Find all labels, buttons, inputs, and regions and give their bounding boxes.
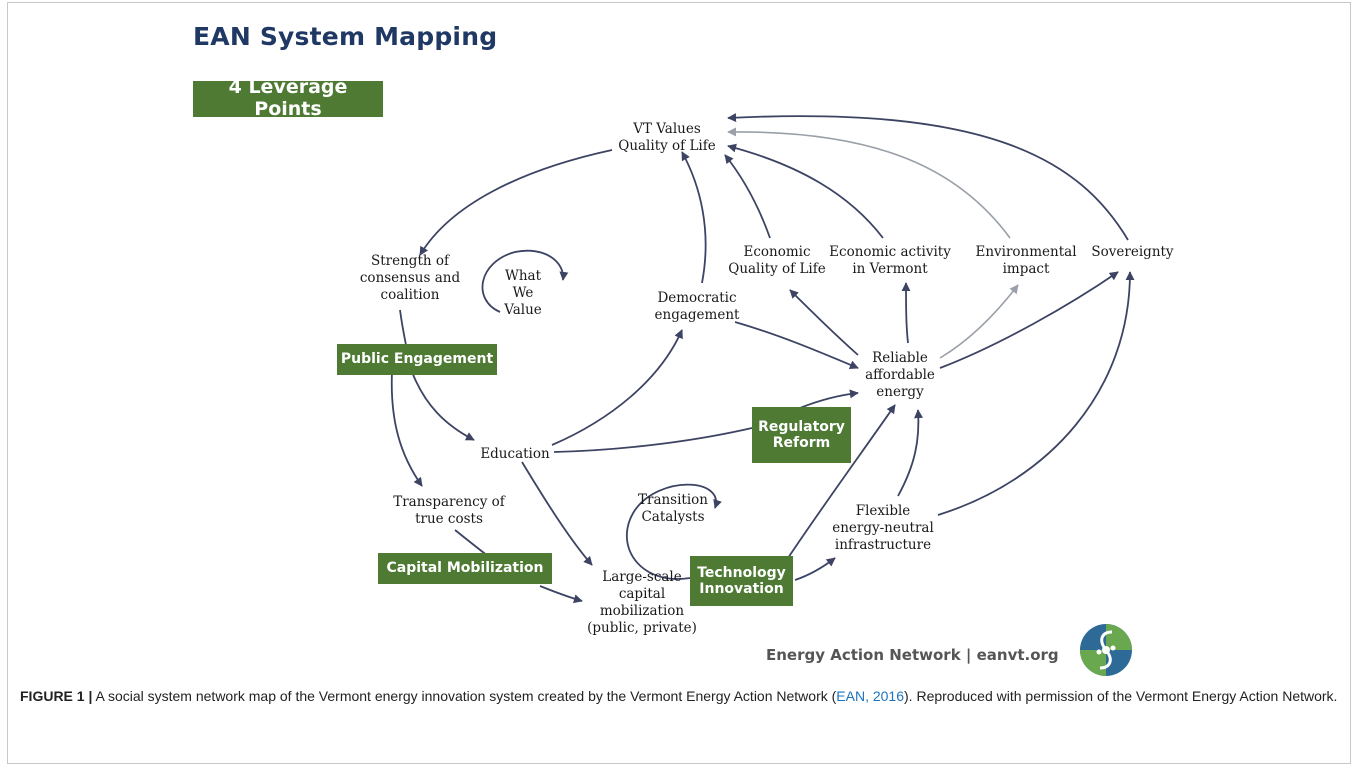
node-economic-activity: Economic activity in Vermont	[829, 244, 951, 277]
edge-econactivity-vtvalues	[727, 143, 884, 239]
node-vt-values: VT Values Quality of Life	[618, 121, 716, 154]
edge-capital-largescale	[539, 585, 583, 604]
caption-label: FIGURE 1 |	[20, 688, 93, 704]
leverage-points-header: 4 Leverage Points	[193, 76, 383, 120]
edge-econqol-vtvalues	[724, 154, 771, 239]
edge-publicengagement-transparency	[390, 371, 423, 487]
edge-regulatory-reliable	[799, 389, 859, 409]
edge-education-democratic	[551, 329, 683, 446]
edge-vtvalues-strength	[419, 149, 613, 256]
edge-flexible-sovereignty	[937, 271, 1135, 516]
edge-technology-flexible	[794, 557, 836, 581]
leverage-public-engagement: Public Engagement	[337, 344, 497, 375]
figure-caption: FIGURE 1 | A social system network map o…	[20, 686, 1340, 706]
credit-text: Energy Action Network | eanvt.org	[766, 646, 1059, 664]
edge-reliable-econactivity	[901, 282, 911, 344]
node-environmental-impact: Environmental impact	[975, 244, 1077, 277]
caption-citation-link[interactable]: EAN, 2016	[836, 688, 905, 704]
node-flexible-infrastructure: Flexible energy-neutral infrastructure	[832, 503, 934, 553]
edge-democratic-reliable	[734, 321, 859, 370]
edge-democratic-vtvalues	[681, 151, 707, 284]
edge-environmental-vtvalues	[727, 127, 1011, 239]
node-economic-quality-of-life: Economic Quality of Life	[728, 244, 826, 277]
node-education: Education	[480, 446, 550, 462]
figure-title: EAN System Mapping	[193, 22, 498, 51]
edge-reliable-environmental	[939, 284, 1019, 359]
loop-transition-catalysts	[625, 483, 722, 580]
edge-education-regulatory	[553, 427, 753, 453]
node-sovereignty: Sovereignty	[1091, 244, 1174, 260]
node-reliable-affordable-energy: Reliable affordable energy	[865, 350, 935, 400]
node-transition-catalysts: Transition Catalysts	[637, 492, 708, 525]
caption-text-after: ). Reproduced with permission of the Ver…	[904, 688, 1338, 704]
loop-what-we-value	[481, 249, 569, 313]
energy-action-network-logo	[1080, 624, 1132, 676]
edge-reliable-econqol	[789, 289, 859, 356]
edge-publicengagement-education	[411, 371, 475, 441]
node-what-we-value: What We Value	[504, 268, 542, 318]
leverage-technology-innovation: Technology Innovation	[690, 556, 793, 606]
leverage-regulatory-reform: Regulatory Reform	[752, 407, 851, 463]
edge-technology-reliable	[787, 404, 896, 559]
caption-text-before: A social system network map of the Vermo…	[92, 688, 837, 704]
node-strength-of-consensus: Strength of consensus and coalition	[359, 253, 461, 303]
edge-sovereignty-vtvalues	[727, 113, 1129, 241]
edge-flexible-reliable	[897, 409, 924, 497]
edge-strength-publicengagement	[399, 309, 407, 346]
node-democratic-engagement: Democratic engagement	[654, 290, 740, 323]
edge-education-largescale	[521, 461, 593, 566]
leverage-capital-mobilization: Capital Mobilization	[378, 553, 552, 584]
node-large-scale-capital: Large-scale capital mobilization (public…	[587, 569, 697, 636]
node-transparency-of-true-costs: Transparency of true costs	[393, 494, 505, 527]
edge-reliable-sovereignty	[939, 271, 1119, 369]
